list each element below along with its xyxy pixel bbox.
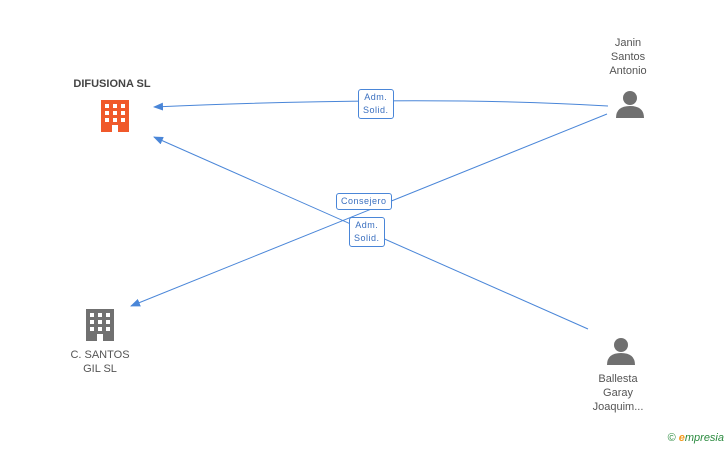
brand-initial: e — [678, 432, 685, 444]
node-label-janin[interactable]: Janin Santos Antonio — [609, 37, 647, 77]
edge-label-adm-solid[interactable]: Adm. Solid. — [349, 217, 385, 247]
person-icon[interactable] — [616, 91, 644, 118]
building-icon[interactable] — [101, 100, 129, 132]
building-icon[interactable] — [86, 309, 114, 341]
node-label-csantos[interactable]: C. SANTOS GIL SL — [70, 349, 130, 375]
node-label-difusiona[interactable]: DIFUSIONA SL — [73, 78, 151, 90]
edge-janin-csantos — [130, 113, 608, 307]
brand-footer: © empresia — [668, 432, 724, 444]
node-label-ballesta[interactable]: Ballesta Garay Joaquim... — [592, 373, 644, 413]
person-icon[interactable] — [607, 338, 635, 365]
edge-label-adm-solid[interactable]: Adm. Solid. — [358, 89, 394, 119]
edge-label-consejero[interactable]: Consejero — [336, 193, 392, 210]
copyright-icon: © — [667, 432, 676, 444]
edge-janin-difusiona — [153, 100, 609, 111]
brand-name: mpresia — [684, 432, 724, 444]
